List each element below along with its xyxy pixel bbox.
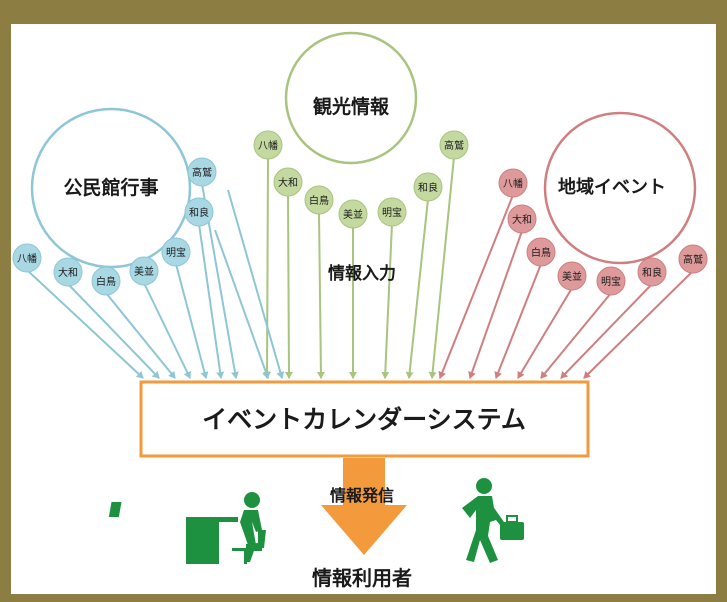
kouminkan-node-label: 和良 xyxy=(189,206,209,219)
kankou-arrow xyxy=(284,193,293,379)
person-walking-briefcase-icon xyxy=(462,478,524,563)
kouminkan-node-label: 白鳥 xyxy=(96,275,116,288)
kouminkan-node-label: 明宝 xyxy=(166,246,186,259)
chiiki-node xyxy=(637,257,667,287)
kankou-node xyxy=(413,172,443,202)
input-arrows xyxy=(26,156,694,379)
chiiki-node xyxy=(557,261,587,291)
chiiki-node-label: 美並 xyxy=(562,270,582,283)
kouminkan-node-label: 美並 xyxy=(134,265,154,278)
chiiki-arrow xyxy=(517,287,573,379)
kankou-node-label: 明宝 xyxy=(382,206,402,219)
chiiki-node-label: 明宝 xyxy=(601,275,621,288)
kankou-source-circle xyxy=(284,31,418,165)
chiiki-title: 地域イベント xyxy=(558,176,666,198)
kankou-node-label: 八幡 xyxy=(258,139,278,152)
kouminkan-arrow xyxy=(143,282,191,379)
kouminkan-source-circle xyxy=(30,107,192,269)
kankou-node xyxy=(338,199,368,229)
kouminkan-node xyxy=(184,197,214,227)
kankou-arrow xyxy=(263,156,272,379)
chiiki-node xyxy=(498,168,528,198)
kouminkan-arrow xyxy=(227,189,285,379)
kankou-node xyxy=(253,130,283,160)
kouminkan-arrow xyxy=(175,263,209,379)
system-label: イベントカレンダーシステム xyxy=(202,405,526,434)
chiiki-node xyxy=(526,237,556,267)
kouminkan-node xyxy=(91,266,121,296)
kankou-node xyxy=(273,167,303,197)
region-nodes: 八幡大和白鳥美並明宝和良高鷲八幡大和白鳥美並明宝和良高鷲八幡大和白鳥美並明宝和良… xyxy=(12,130,708,296)
kouminkan-node-label: 八幡 xyxy=(17,252,37,265)
kouminkan-node xyxy=(129,256,159,286)
kankou-arrow xyxy=(381,223,393,379)
kankou-node-label: 和良 xyxy=(418,181,438,194)
kankou-node xyxy=(439,130,469,160)
chiiki-node xyxy=(678,244,708,274)
kouminkan-node xyxy=(12,243,42,273)
system-box xyxy=(139,380,590,458)
kouminkan-arrow xyxy=(214,229,270,379)
kankou-node-label: 美並 xyxy=(343,208,363,221)
chiiki-node xyxy=(507,204,537,234)
chiiki-node-label: 高鷲 xyxy=(683,253,703,266)
chiiki-source-circle xyxy=(543,111,697,265)
chiiki-arrow xyxy=(560,283,653,379)
chiiki-arrow xyxy=(540,292,612,379)
kankou-arrow xyxy=(405,198,429,379)
kankou-title: 観光情報 xyxy=(313,95,390,118)
kankou-arrow xyxy=(316,211,325,379)
kankou-node xyxy=(377,197,407,227)
chiiki-node-label: 大和 xyxy=(512,213,532,226)
kouminkan-node-label: 大和 xyxy=(58,266,78,279)
chiiki-node-label: 白鳥 xyxy=(531,246,551,259)
chiiki-node-label: 和良 xyxy=(642,266,662,279)
kouminkan-arrow xyxy=(26,269,144,379)
kouminkan-arrow xyxy=(198,223,225,379)
chiiki-node-label: 八幡 xyxy=(503,177,523,190)
kankou-node-label: 白鳥 xyxy=(309,194,329,207)
kouminkan-node xyxy=(53,257,83,287)
chiiki-node xyxy=(596,266,626,296)
output-arrow xyxy=(321,458,407,555)
chiiki-arrow xyxy=(438,194,514,379)
chiiki-arrow xyxy=(494,263,542,379)
kouminkan-node-label: 高鷲 xyxy=(192,166,212,179)
kankou-node xyxy=(304,185,334,215)
kankou-node-label: 高鷲 xyxy=(444,139,464,152)
kankou-node-label: 大和 xyxy=(278,176,298,189)
kouminkan-arrow xyxy=(67,283,160,379)
kouminkan-title: 公民館行事 xyxy=(63,176,158,199)
chiiki-arrow xyxy=(468,230,523,379)
kouminkan-node xyxy=(187,157,217,187)
person-at-desk-icon xyxy=(108,492,266,564)
output-label: 情報発信 xyxy=(330,486,394,505)
kouminkan-arrow xyxy=(105,292,176,379)
input-label: 情報入力 xyxy=(328,263,396,284)
users-label: 情報利用者 xyxy=(312,566,412,590)
kankou-arrow xyxy=(428,156,455,379)
chiiki-arrow xyxy=(583,270,694,379)
kouminkan-node xyxy=(161,237,191,267)
